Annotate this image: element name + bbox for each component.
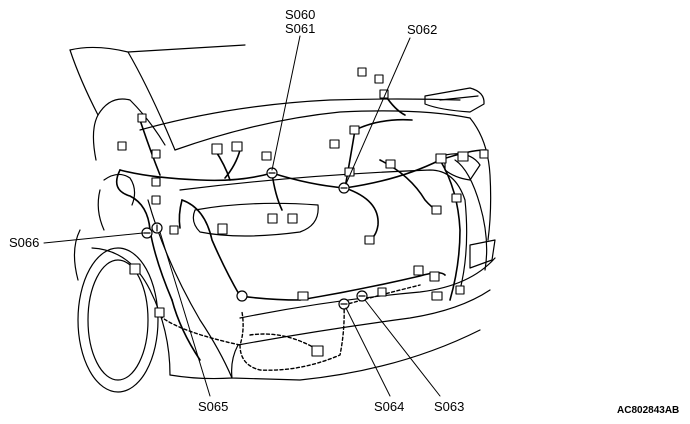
label-s065: S065	[198, 399, 229, 414]
splice-markers	[141, 167, 368, 310]
figure-code: AC802843AB	[617, 405, 680, 416]
label-s062: S062	[407, 22, 438, 37]
label-s064: S064	[374, 399, 405, 414]
leader-lines	[43, 35, 441, 397]
label-s060: S060	[285, 7, 316, 22]
car-body-outline	[69, 44, 496, 393]
label-s066: S066	[9, 235, 40, 250]
connectors	[117, 67, 489, 357]
splice-s065	[236, 290, 248, 302]
label-s063: S063	[434, 399, 465, 414]
label-s061: S061	[285, 21, 316, 36]
